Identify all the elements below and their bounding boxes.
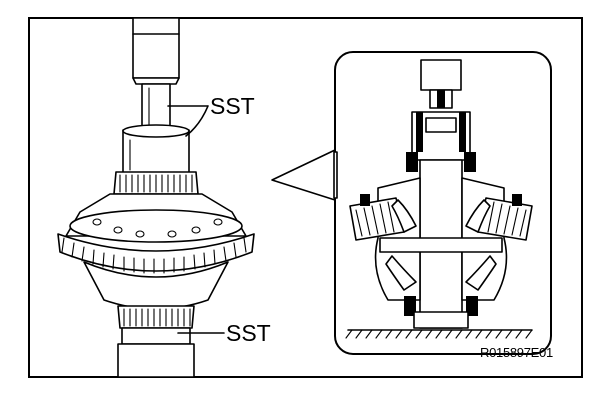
detail-callout-pointer: [271, 149, 336, 201]
differential-with-bearing-press-icon: [57, 17, 255, 378]
differential-cross-section-detail-icon: [345, 59, 533, 339]
sst-top-leader: [167, 105, 209, 137]
sst-top-label: SST: [210, 93, 255, 119]
sst-bottom-label: SST: [226, 320, 271, 346]
reference-code: R015897E01: [480, 345, 553, 360]
